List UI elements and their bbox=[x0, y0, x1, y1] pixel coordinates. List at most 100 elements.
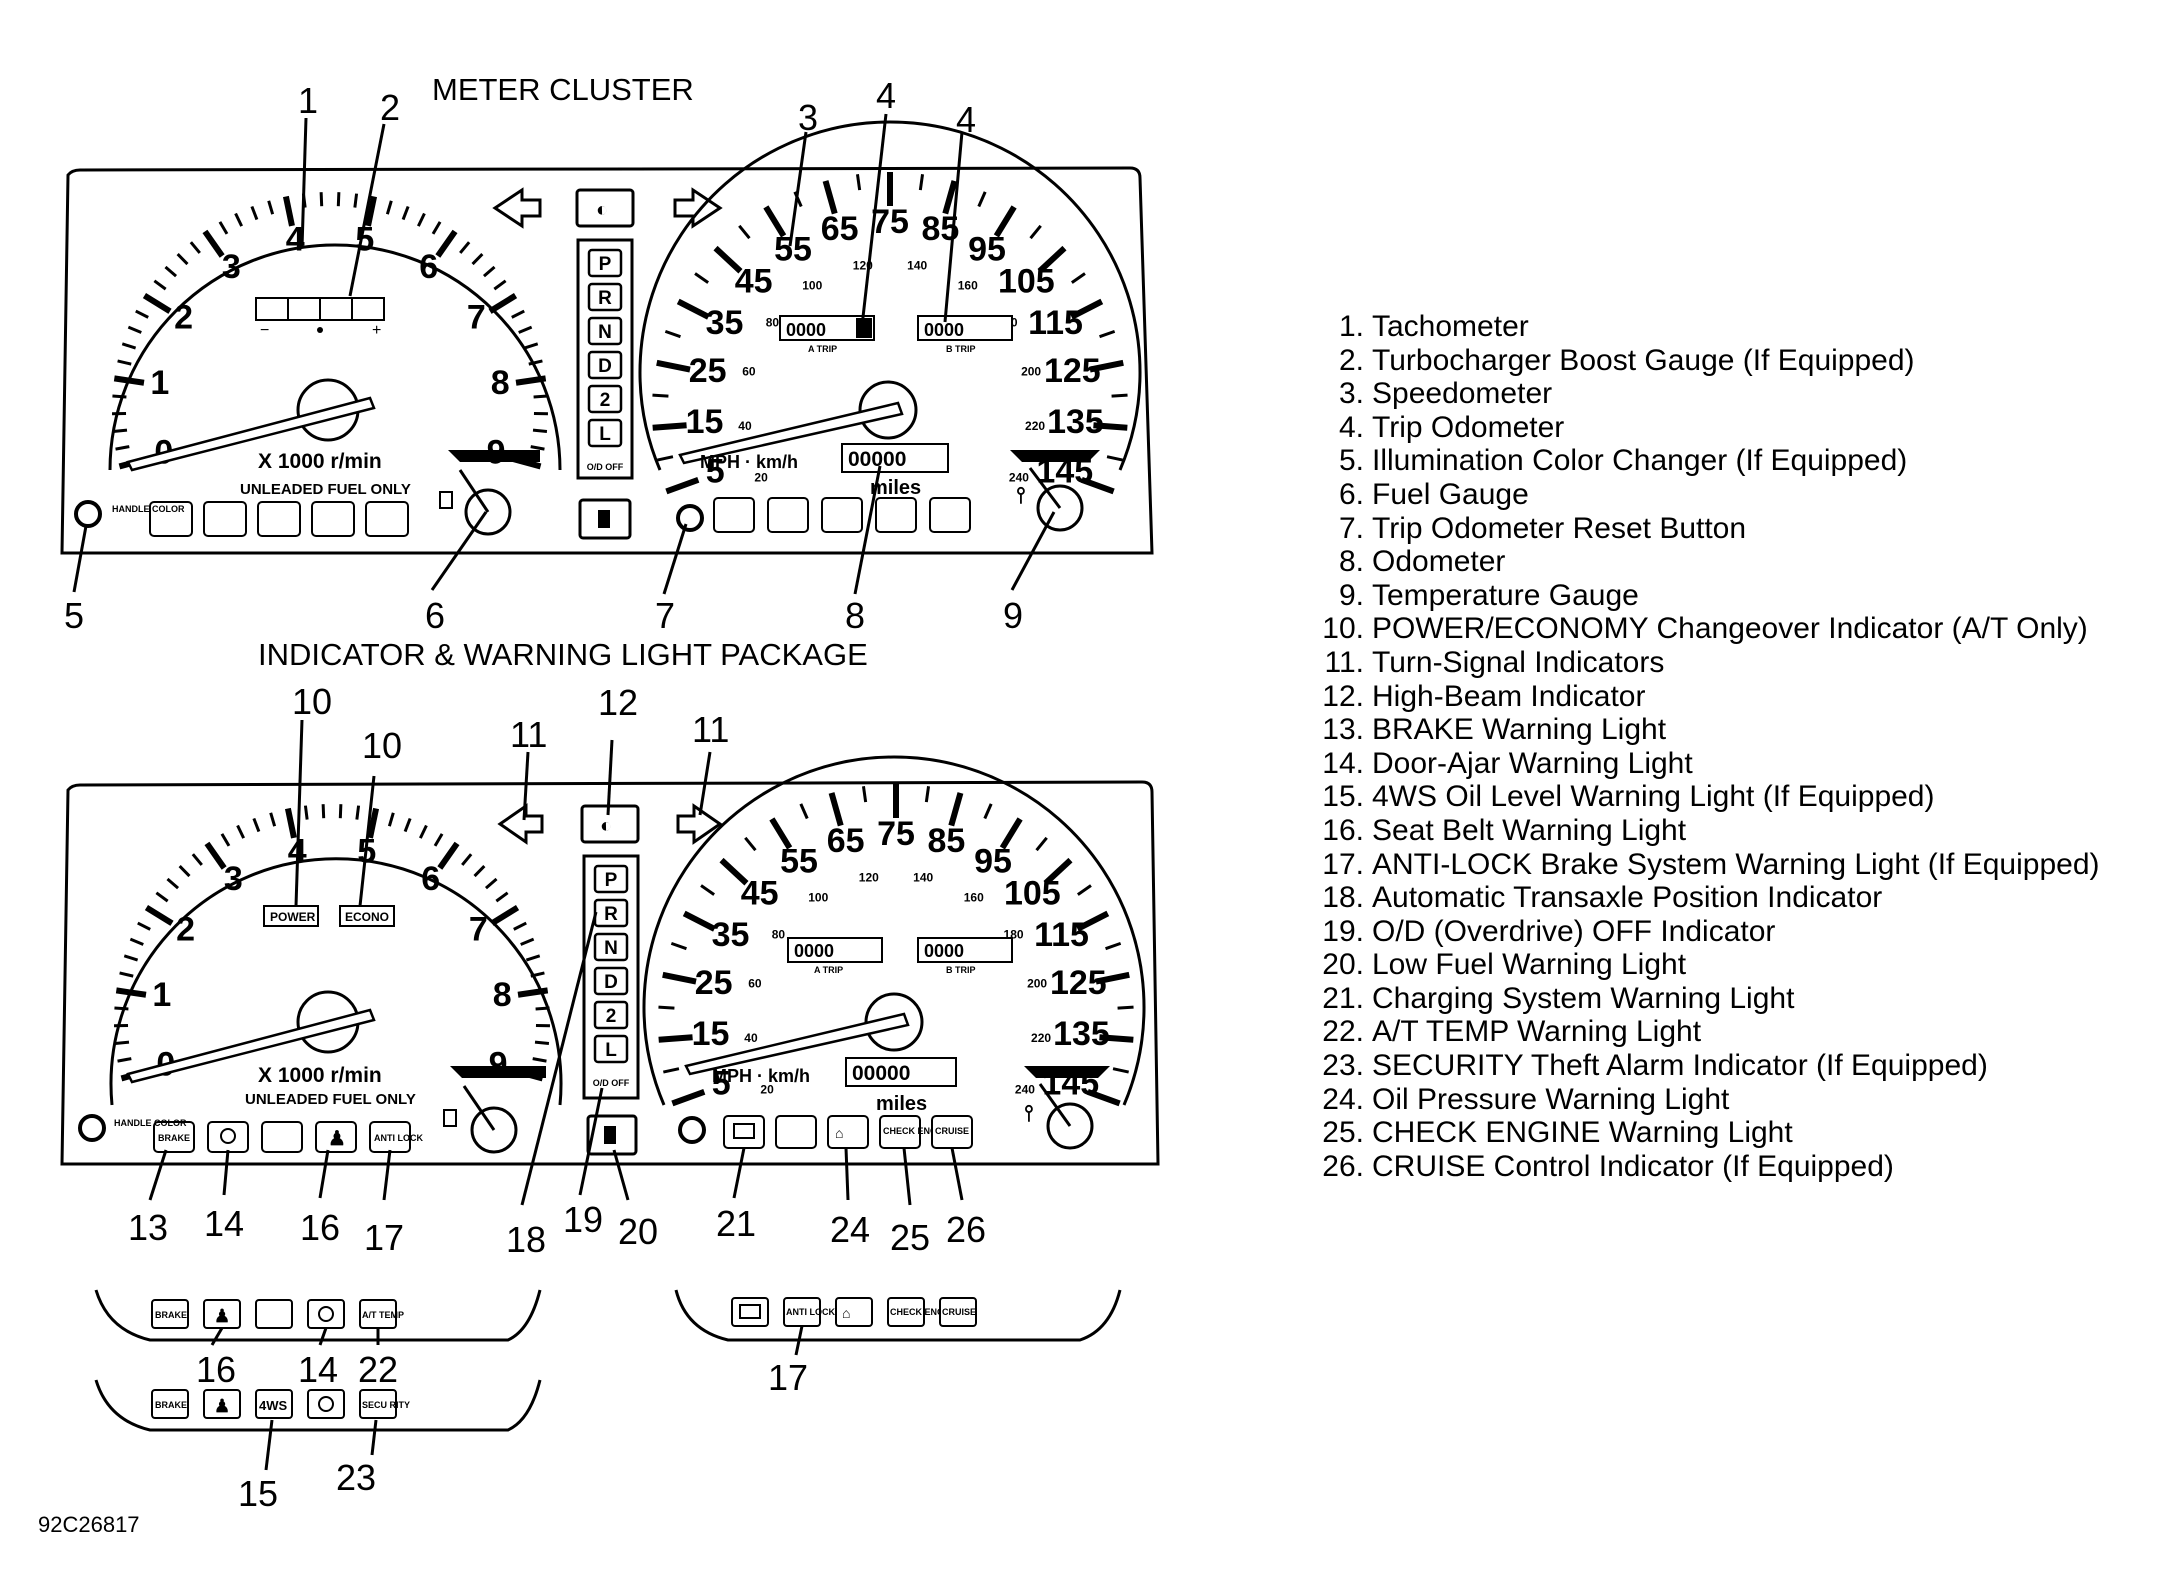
dial-tick bbox=[517, 987, 549, 998]
dial-number: 5 bbox=[706, 453, 725, 491]
dial-tick bbox=[204, 841, 227, 870]
legend-item: 23.SECURITY Theft Alarm Indicator (If Eq… bbox=[1318, 1049, 2168, 1083]
dial-tick bbox=[493, 279, 507, 291]
svg-text:19: 19 bbox=[563, 1199, 603, 1240]
dial-tick bbox=[202, 229, 225, 258]
top-callout-numbers: 1 2 3 4 4 5 6 7 8 9 bbox=[64, 75, 1023, 636]
legend-text: Speedometer bbox=[1372, 377, 1553, 411]
kmh-number: 80 bbox=[772, 928, 786, 942]
svg-text:15: 15 bbox=[238, 1473, 278, 1514]
svg-text:B TRIP: B TRIP bbox=[946, 965, 976, 975]
warning-lamp-row-left bbox=[149, 501, 409, 537]
meter-cluster-top: 0123456789 X 1000 r/min UNLEADED FUEL ON… bbox=[60, 75, 1154, 636]
legend-text: Seat Belt Warning Light bbox=[1372, 813, 1687, 847]
dial-tick bbox=[401, 205, 410, 221]
color-changer-knob[interactable] bbox=[74, 500, 102, 528]
dial-tick bbox=[155, 891, 169, 903]
gear-position-box bbox=[593, 966, 629, 996]
dial-number: 105 bbox=[1004, 874, 1061, 912]
dial-tick bbox=[114, 1040, 130, 1046]
dial-number: 65 bbox=[827, 822, 865, 860]
battery-icon bbox=[739, 1304, 761, 1319]
speed-unit-label: MPH · km/h bbox=[700, 452, 798, 472]
dial-tick bbox=[713, 245, 743, 274]
svg-text:21: 21 bbox=[716, 1203, 756, 1244]
color-changer-knob[interactable] bbox=[78, 1114, 106, 1142]
dial-tick bbox=[355, 805, 361, 820]
trip-reset-button[interactable] bbox=[678, 1116, 706, 1144]
indicator-package-title: INDICATOR & WARNING LIGHT PACKAGE bbox=[258, 637, 868, 672]
trip-b-odometer: 0000 B TRIP bbox=[917, 937, 1013, 975]
gear-position-label: P bbox=[605, 870, 618, 891]
left-turn-arrow-icon bbox=[497, 803, 544, 845]
svg-text:CRUISE: CRUISE bbox=[935, 1126, 969, 1136]
svg-text:CHECK ENGINE: CHECK ENGINE bbox=[890, 1307, 959, 1317]
dial-tick bbox=[473, 865, 486, 878]
dial-tick bbox=[495, 891, 509, 903]
svg-text:00000: 00000 bbox=[852, 1062, 910, 1085]
dial-tick bbox=[977, 191, 987, 208]
dial-number: 3 bbox=[222, 248, 241, 286]
legend-number: 8. bbox=[1338, 545, 1364, 579]
dial-tick bbox=[321, 804, 326, 819]
svg-text:00000: 00000 bbox=[848, 448, 906, 471]
legend-text: CHECK ENGINE Warning Light bbox=[1372, 1116, 1793, 1150]
svg-text:BRAKE: BRAKE bbox=[155, 1400, 187, 1410]
dial-tick bbox=[113, 375, 145, 386]
tachometer-numbers: 0123456789 bbox=[152, 833, 511, 1084]
kmh-number: 80 bbox=[766, 316, 780, 330]
tachometer-ticks bbox=[114, 804, 550, 1082]
dial-tick bbox=[385, 200, 393, 215]
dial-tick bbox=[1105, 941, 1122, 951]
legend-number: 14. bbox=[1322, 746, 1364, 780]
dial-tick bbox=[417, 212, 426, 227]
dial-number: 1 bbox=[150, 364, 169, 402]
dial-tick bbox=[114, 1006, 129, 1011]
dial-tick bbox=[528, 359, 543, 366]
dial-tick bbox=[520, 937, 535, 946]
legend-item: 10.POWER/ECONOMY Changeover Indicator (A… bbox=[1318, 612, 2168, 646]
dial-tick bbox=[166, 877, 180, 890]
dial-tick bbox=[220, 833, 231, 847]
charging-lamp bbox=[723, 1115, 765, 1149]
svg-text:A TRIP: A TRIP bbox=[814, 965, 843, 975]
legend-number: 7. bbox=[1338, 511, 1364, 545]
dial-tick bbox=[942, 180, 958, 215]
legend-number: 18. bbox=[1322, 881, 1364, 915]
legend-number: 25. bbox=[1322, 1116, 1364, 1150]
dial-number: 35 bbox=[712, 916, 750, 954]
svg-text:3: 3 bbox=[798, 97, 818, 138]
high-beam-indicator bbox=[580, 804, 640, 844]
dial-tick bbox=[532, 428, 548, 434]
legend-text: Turn-Signal Indicators bbox=[1372, 645, 1665, 679]
dial-tick bbox=[336, 192, 341, 207]
od-off-label: O/D OFF bbox=[587, 462, 624, 472]
svg-text:BRAKE: BRAKE bbox=[158, 1133, 190, 1143]
svg-text:0000: 0000 bbox=[924, 320, 964, 340]
instrument-cluster-diagram: METER CLUSTER INDICATOR & WARNING LIGHT … bbox=[38, 72, 1160, 1537]
svg-text:miles: miles bbox=[870, 477, 921, 499]
dial-number: 85 bbox=[927, 822, 965, 860]
trip-reset-button[interactable] bbox=[676, 504, 704, 532]
check-engine-lamp bbox=[879, 1115, 921, 1149]
legend-number: 26. bbox=[1322, 1149, 1364, 1183]
svg-text:24: 24 bbox=[830, 1209, 870, 1250]
svg-text:SECU RITY: SECU RITY bbox=[362, 1400, 410, 1410]
legend-text: Trip Odometer Reset Button bbox=[1372, 511, 1747, 545]
dial-tick bbox=[918, 174, 925, 191]
dial-tick bbox=[664, 329, 681, 339]
seat-belt-icon: ♟ bbox=[214, 1306, 230, 1326]
gear-position-label: R bbox=[604, 904, 618, 925]
dial-tick bbox=[1070, 272, 1086, 284]
svg-text:9: 9 bbox=[1003, 595, 1023, 636]
dial-number: 125 bbox=[1044, 352, 1101, 390]
tachometer-ticks bbox=[112, 192, 548, 470]
svg-text:miles: miles bbox=[876, 1093, 927, 1115]
dial-tick bbox=[482, 265, 496, 278]
door-ajar-lamp bbox=[207, 1121, 249, 1153]
legend-text: Tachometer bbox=[1372, 310, 1529, 343]
dial-number: 6 bbox=[421, 860, 440, 898]
seat-belt-icon: ♟ bbox=[328, 1128, 346, 1150]
